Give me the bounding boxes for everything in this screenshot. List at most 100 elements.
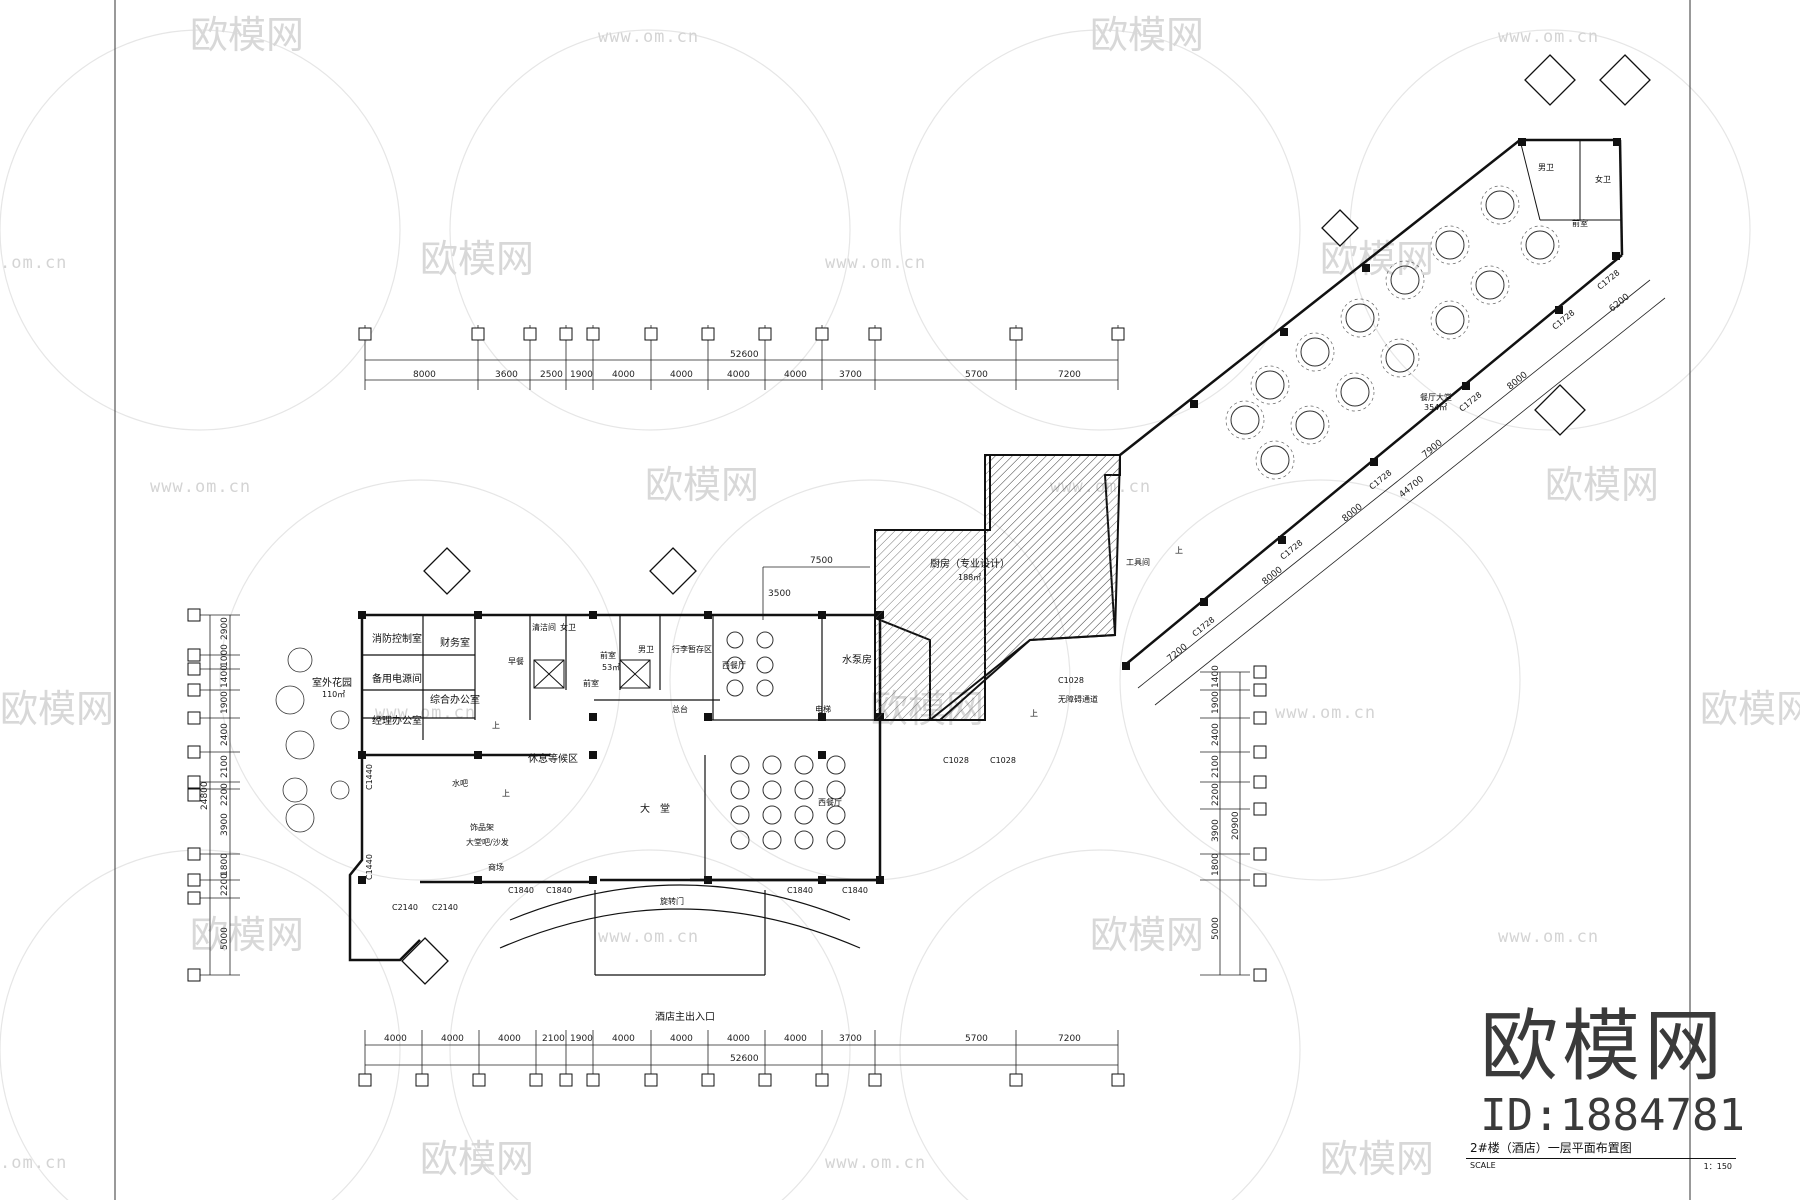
bottom-dim-segment: 4000 [612, 1034, 635, 1044]
right-dimension-chain [1200, 671, 1250, 976]
watermark-url: .om.cn [0, 1153, 67, 1173]
room-restaurant-hall: 餐厅大堂 [1420, 392, 1452, 402]
room-storage: 早餐 [508, 657, 524, 666]
watermark-url: www.om.cn [825, 1153, 926, 1173]
room-front-desk: 总台 [672, 704, 688, 714]
room-lift: 电梯 [815, 704, 831, 714]
window-tag: C1728 [1191, 615, 1217, 638]
diagonal-dimension-chain [1137, 279, 1666, 706]
room-leisure: 休息等候区 [528, 752, 578, 765]
window-tag: C1440 [365, 854, 374, 880]
room-kitchen-area: 188㎡ [958, 573, 981, 582]
left-axis-markers [187, 608, 201, 982]
window-tag: C2140 [432, 903, 458, 912]
watermark-brand: 欧模网 [1090, 13, 1204, 57]
right-dim-labels: 1400 1900 2400 2100 2200 3900 1800 5000 … [1211, 665, 1241, 940]
stair-up-label: 上 [502, 789, 510, 798]
stair-up-label: 上 [1175, 546, 1183, 555]
kitchen-outline [874, 454, 1122, 721]
watermark-brand: 欧模网 [1320, 1137, 1434, 1181]
main-building-interior [362, 615, 881, 880]
left-dim-segment: 1800 [220, 853, 230, 876]
room-restaurant-area: 354㎡ [1424, 403, 1447, 412]
bottom-dim-total: 52600 [730, 1054, 759, 1064]
window-tag: C1028 [943, 756, 969, 765]
watermark-url: .om.cn [0, 253, 67, 273]
bottom-dim-segment: 4000 [498, 1034, 521, 1044]
diagonal-dim-segment: 6200 [1608, 292, 1632, 314]
room-fire-control: 消防控制室 [372, 632, 422, 645]
bottom-dim-segment: 7200 [1058, 1034, 1081, 1044]
left-dimension-chain [195, 614, 240, 976]
window-tag: C1440 [365, 764, 374, 790]
left-dim-segment: 3900 [220, 813, 230, 836]
left-dim-segment: 1000 [220, 644, 230, 667]
bottom-dim-segment: 5700 [965, 1034, 988, 1044]
room-western-large: 西餐厅 [818, 798, 842, 807]
detail-markers [401, 54, 1651, 985]
bottom-dim-labels: 4000 4000 4000 2100 1900 4000 4000 4000 … [384, 1034, 1081, 1044]
brand-logo: 欧模网 [1480, 1002, 1727, 1092]
room-outdoor-garden: 室外花园 [312, 676, 352, 689]
watermark-url-texts: www.om.cn www.om.cn .om.cn www.om.cn www… [0, 27, 1599, 1173]
room-women-wc-top: 女卫 [1595, 174, 1611, 184]
right-dim-segment: 1400 [1211, 665, 1221, 688]
diagonal-dim-segment: 7200 [1166, 642, 1190, 664]
watermark-url: www.om.cn [1275, 703, 1376, 723]
room-front-room-area: 53㎡ [602, 663, 620, 672]
left-dim-segment: 2100 [220, 755, 230, 778]
room-water-bar: 水吧 [452, 778, 468, 788]
watermark-brand: 欧模网 [645, 463, 759, 507]
room-shop: 商场 [488, 862, 504, 872]
room-lobby: 大 堂 [640, 802, 670, 815]
room-revolving: 旋转门 [660, 896, 684, 906]
stair-up-label: 上 [492, 721, 500, 730]
room-front-room: 前室 [600, 650, 616, 660]
top-dim-segment: 3700 [839, 370, 862, 380]
right-dim-segment: 3900 [1211, 819, 1221, 842]
room-women-wc: 女卫 [560, 622, 576, 632]
top-dim-segment: 4000 [670, 370, 693, 380]
left-dim-segment: 2200 [220, 873, 230, 896]
bottom-dimension-chain [364, 1030, 1119, 1080]
room-western-small: 西餐厅 [722, 661, 746, 670]
restaurant-round-tables [1230, 190, 1555, 475]
room-lobby-bar: 大堂吧/沙发 [466, 837, 509, 847]
room-entrance: 酒店主出入口 [655, 1010, 715, 1023]
bottom-dim-segment: 3700 [839, 1034, 862, 1044]
top-axis-markers [358, 327, 1125, 341]
brand-block: 欧模网 ID:1884781 [1480, 1008, 1745, 1140]
watermark-url: www.om.cn [1498, 27, 1599, 47]
left-dim-segment: 2200 [220, 783, 230, 806]
diagonal-dim-segment: 7900 [1421, 438, 1445, 460]
outdoor-garden-plants [275, 647, 350, 833]
top-dim-segment: 7200 [1058, 370, 1081, 380]
watermark-brand: 欧模网 [1700, 687, 1800, 731]
entrance-canopy [499, 884, 861, 976]
opening-tags: C1840 C1840 C1840 C1840 C2140 C2140 C102… [365, 268, 1621, 912]
bottom-dim-segment: 4000 [670, 1034, 693, 1044]
room-cleaning: 清洁间 [532, 622, 556, 632]
room-backup-power: 备用电源间 [372, 672, 422, 685]
left-dim-segment: 2400 [220, 723, 230, 746]
room-outdoor-area: 110㎡ [322, 690, 345, 699]
watermark-brand-texts: 欧模网 欧模网 欧模网 欧模网 欧模网 欧模网 欧模网 欧模网 欧模网 欧模网 … [0, 13, 1800, 1181]
diagonal-dim-total: 44700 [1398, 474, 1427, 500]
bottom-dim-segment: 2100 [542, 1034, 565, 1044]
elevator-shafts [533, 659, 651, 689]
drawing-title: 2#楼（酒店）一层平面布置图 [1466, 1137, 1736, 1159]
restaurant-wing-inner [1519, 139, 1622, 221]
right-dim-segment: 2400 [1211, 723, 1221, 746]
scale-row: SCALE 1：150 [1466, 1159, 1736, 1174]
room-tool-room: 工具间 [1126, 558, 1150, 567]
room-general-office: 综合办公室 [430, 693, 480, 706]
room-display: 饰品架 [470, 822, 494, 832]
window-tag: C1028 [990, 756, 1016, 765]
room-luggage: 行李暂存区 [672, 644, 712, 654]
right-dim-segment: 1900 [1211, 691, 1221, 714]
title-block: 2#楼（酒店）一层平面布置图 SCALE 1：150 [1466, 1137, 1736, 1174]
right-dim-segment: 5000 [1211, 917, 1221, 940]
bottom-dim-segment: 4000 [384, 1034, 407, 1044]
top-dim-total: 52600 [730, 350, 759, 360]
room-kitchen: 厨房（专业设计） [930, 557, 1010, 570]
